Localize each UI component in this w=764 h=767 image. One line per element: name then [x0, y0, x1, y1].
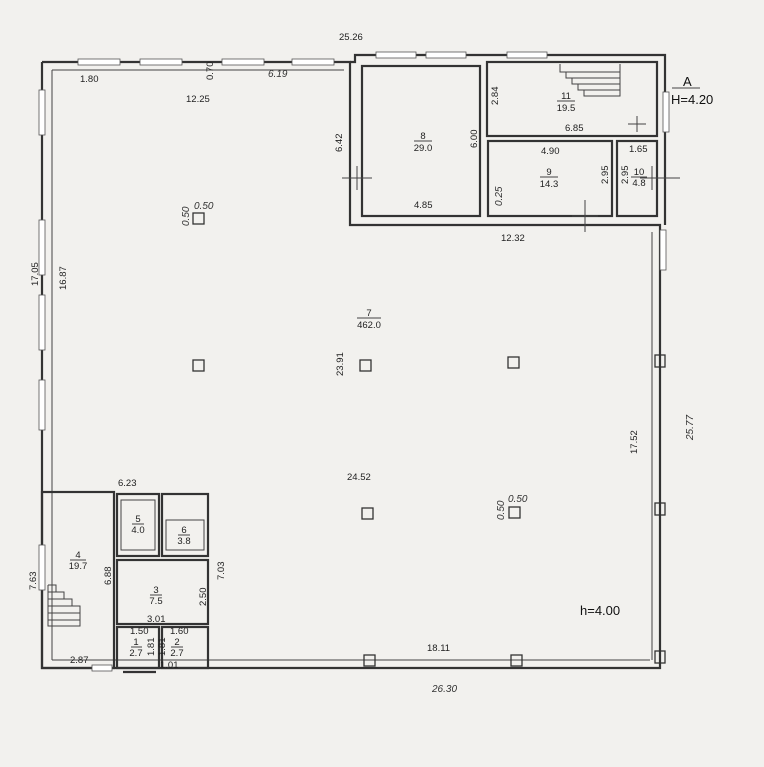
room-label-1: 1 2.7 [129, 637, 142, 659]
room-number: 1 [133, 637, 138, 648]
section-marks [342, 87, 700, 232]
dim-room4-bottom: 2.87 [70, 655, 89, 666]
room-area: 7.5 [149, 596, 162, 607]
room-label-9: 9 14.3 [540, 167, 559, 190]
room-area: 29.0 [414, 143, 433, 154]
room-number: 2 [174, 637, 179, 648]
dim-col-offset-a: 0.50 [181, 206, 192, 226]
room-number: 3 [153, 585, 158, 596]
dim-wc-block-top: 6.23 [118, 478, 137, 489]
dim-top-left-span: 12.25 [186, 94, 210, 105]
dim-left-lower-outer: 7.63 [28, 572, 39, 591]
dim-room10-left: 2.95 [620, 166, 631, 185]
windows [38, 51, 670, 672]
dim-room1-bottom: 1.01 [160, 660, 179, 671]
dim-top-window-offset: 0.70 [205, 62, 216, 81]
columns [192, 212, 666, 667]
dim-room1-top: 1.50 [130, 626, 149, 637]
room-area: 19.5 [557, 103, 576, 114]
dim-bottom-outer: 26.30 [431, 684, 457, 695]
dim-room2-top: 1.60 [170, 626, 189, 637]
stairs-room-4 [47, 584, 81, 627]
dim-room8-bottom: 4.85 [414, 200, 433, 211]
outer-walls [40, 53, 667, 670]
dim-wc-right: 7.03 [216, 562, 227, 581]
room-area: 462.0 [357, 320, 381, 331]
room-area: 14.3 [540, 179, 559, 190]
ceiling-height-main: h=4.00 [580, 603, 620, 618]
dim-room1-side: 1.81 [146, 638, 157, 657]
dim-right-outer-height: 25.77 [685, 415, 696, 441]
dim-col-offset-d: 0.50 [508, 494, 528, 505]
dim-center-width: 24.52 [347, 472, 371, 483]
dim-left-inner-height: 16.87 [58, 266, 69, 290]
room-label-2: 2 2.7 [170, 637, 183, 659]
room-number: 4 [75, 550, 80, 561]
ceiling-height-upper: H=4.20 [671, 92, 713, 107]
dim-room4-height: 6.88 [103, 567, 114, 586]
dim-top-outer-width: 25.26 [339, 32, 363, 43]
dim-center-height: 23.91 [335, 352, 346, 376]
room-label-5: 5 4.0 [131, 514, 144, 536]
room-area: 19.7 [69, 561, 88, 572]
room-number: 9 [546, 167, 551, 178]
room-number: 6 [181, 525, 186, 536]
dim-room9-top: 4.90 [541, 146, 560, 157]
room-label-6: 6 3.8 [177, 525, 190, 547]
dim-room8-wall-right: 6.00 [469, 130, 480, 149]
dim-room3-right: 2.50 [198, 588, 209, 607]
upper-rooms [360, 60, 659, 218]
room-label-3: 3 7.5 [149, 585, 162, 607]
dim-room11-width: 6.85 [565, 123, 584, 134]
dim-offset-025: 0.25 [494, 186, 505, 206]
room-area: 2.7 [170, 648, 183, 659]
dim-room11-height: 2.84 [490, 87, 501, 106]
room-label-8: 8 29.0 [414, 131, 433, 154]
room-number: 8 [420, 131, 425, 142]
stairs-room-11 [559, 64, 621, 97]
dim-col-offset-b: 0.50 [194, 201, 214, 212]
room-label-4: 4 19.7 [69, 550, 88, 572]
room-area: 4.8 [632, 178, 645, 189]
dim-bottom-inner: 18.11 [427, 643, 450, 654]
room-number: 10 [634, 167, 645, 178]
dim-room2-side: 1.81 [157, 638, 168, 657]
room-number: 7 [366, 308, 371, 319]
dim-col-offset-c: 0.50 [496, 500, 507, 520]
dim-room3-width: 3.01 [147, 614, 166, 625]
dim-left-outer-height: 17.05 [30, 262, 41, 286]
room-number: 11 [561, 91, 571, 102]
dim-right-inner-height: 17.52 [629, 430, 640, 454]
room-area: 3.8 [177, 536, 190, 547]
room-area: 2.7 [129, 648, 142, 659]
dim-room8-wall-left: 6.42 [334, 134, 345, 153]
room-area: 4.0 [131, 525, 144, 536]
lower-left-rooms [40, 490, 210, 674]
room-label-11: 11 19.5 [557, 91, 576, 114]
dim-corridor-width: 12.32 [501, 233, 525, 244]
room-label-7: 7 462.0 [357, 308, 381, 331]
room-label-10: 10 4.8 [631, 167, 647, 189]
dim-room10-top: 1.65 [629, 144, 648, 155]
dim-room9-right: 2.95 [600, 166, 611, 185]
dim-top-window-italic: 6.19 [268, 69, 288, 80]
section-mark-a: A [683, 74, 692, 89]
room-number: 5 [135, 514, 140, 525]
dim-top-left-window: 1.80 [80, 74, 99, 85]
